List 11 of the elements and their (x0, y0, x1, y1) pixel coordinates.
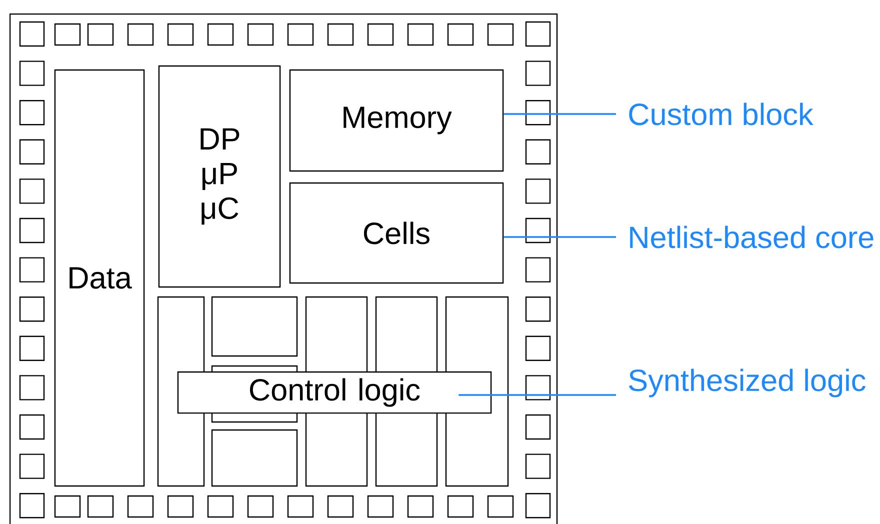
block-box: Control logic (177, 371, 492, 414)
block-box: Data (54, 69, 145, 487)
callout-label: Custom block (629, 102, 814, 126)
callout-label: Synthesized logic (629, 368, 866, 398)
leader-line (504, 236, 616, 238)
block-box: DP μP μC (158, 65, 281, 288)
block-box: Cells (289, 182, 504, 284)
leader-line (458, 394, 616, 396)
callout-label: Netlist-based core (630, 226, 874, 248)
block-box: Memory (289, 69, 504, 172)
leader-line (504, 113, 616, 115)
